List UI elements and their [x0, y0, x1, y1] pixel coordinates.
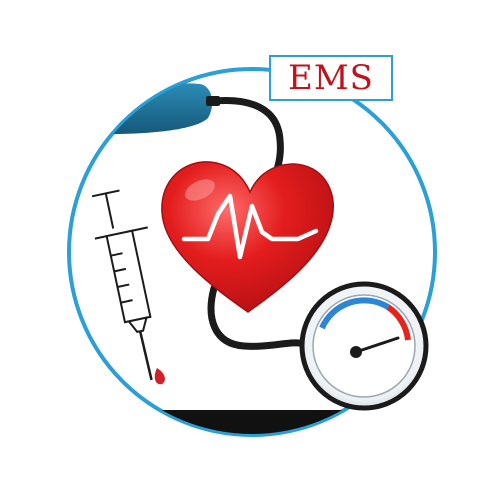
syringe-icon [91, 189, 153, 381]
ems-badge: EMS [269, 55, 393, 101]
blood-pressure-gauge-icon [299, 281, 429, 411]
pulse-line [181, 193, 319, 260]
ems-badge-text: EMS [288, 58, 374, 98]
heart-pulse-icon [161, 161, 334, 313]
stethoscope-tube-lower [207, 284, 310, 350]
blood-drop-icon [154, 368, 165, 385]
